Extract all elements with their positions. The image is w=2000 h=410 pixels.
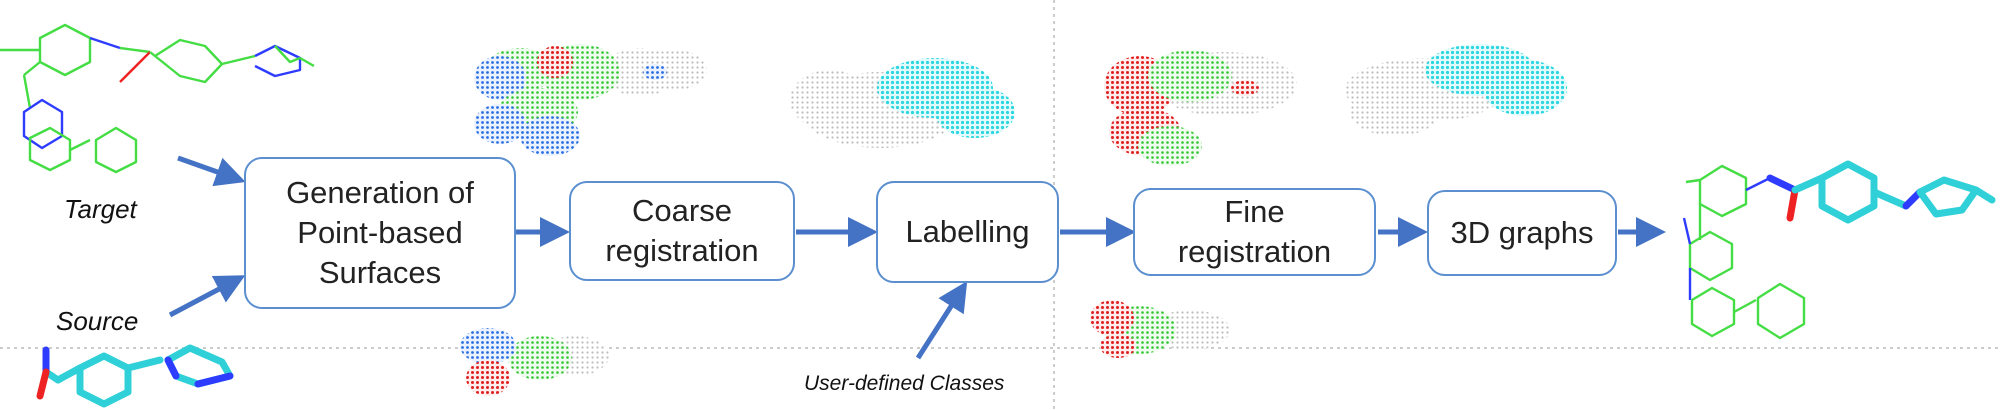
cloud-fine-source [1090,300,1230,358]
step-3d-graphs: 3D graphs [1427,190,1617,276]
arrow-target [177,155,246,187]
user-classes-label: User-defined Classes [804,372,1005,395]
arrows [168,155,1666,360]
cloud-fine [1104,50,1297,166]
source-label: Source [56,306,139,336]
step-fine-label: Fine registration [1177,194,1332,269]
point-cloud-icon [460,44,1567,396]
cloud-generation [474,44,707,156]
cloud-graphs [1345,44,1567,136]
target-molecule-icon [0,23,315,174]
cloud-labelling [790,58,1015,148]
target-label: Target [64,194,137,224]
step-coarse-registration: Coarse registration [569,181,795,281]
step-coarse-label: Coarse registration [605,193,759,268]
step-generation: Generation of Point-based Surfaces [244,157,516,309]
step-labelling-label: Labelling [905,214,1030,249]
source-molecule-icon [36,344,234,408]
step-fine-registration: Fine registration [1133,188,1376,276]
aligned-molecule-icon [1682,160,1996,340]
step-graphs-label: 3D graphs [1450,215,1594,250]
cloud-generation-source [460,328,609,396]
step-generation-label: Generation of Point-based Surfaces [286,175,474,290]
step-labelling: Labelling [876,181,1059,283]
arrow-source [168,275,246,318]
arrow-user-classes [915,280,968,360]
